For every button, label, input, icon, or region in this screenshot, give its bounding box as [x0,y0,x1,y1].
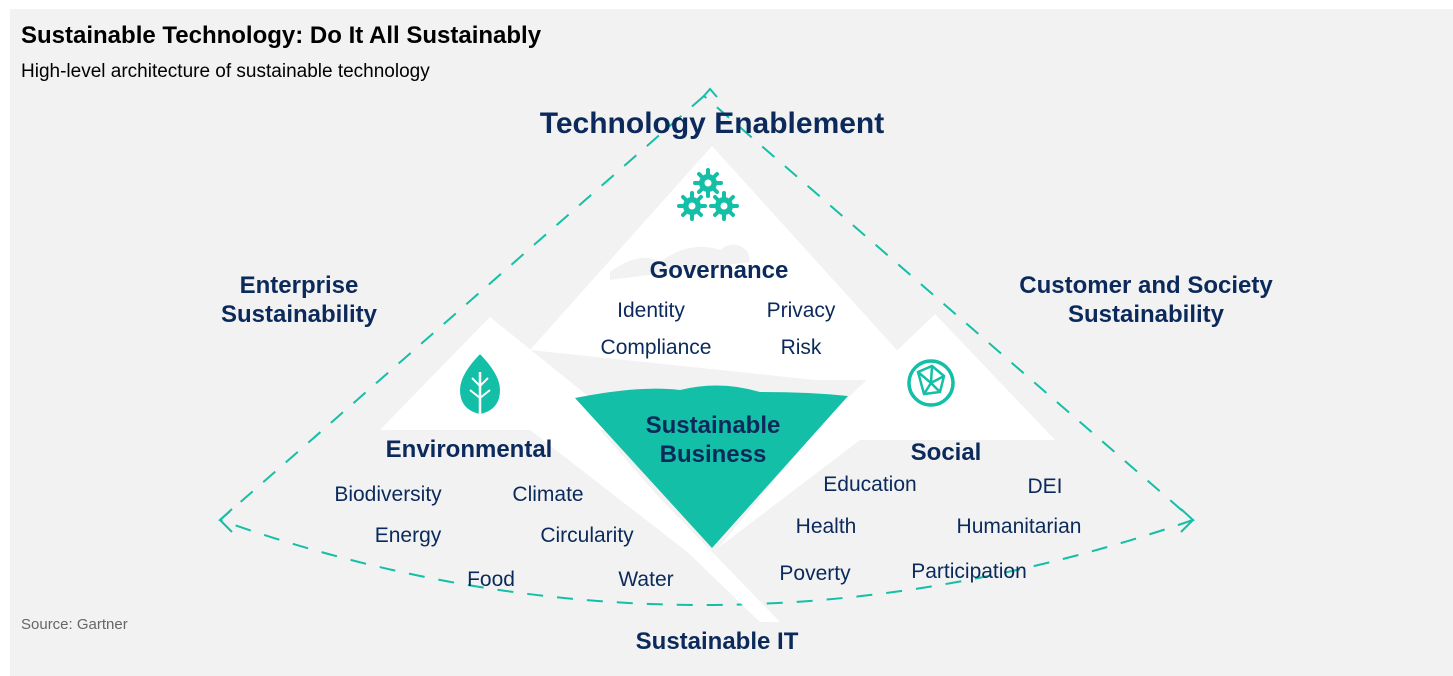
leaf-icon [459,354,501,415]
social-heading: Social [910,439,982,466]
left-chevron [218,508,233,533]
customer-society-line-2: Sustainability [1067,301,1225,328]
sustainable-business-label: Sustainable Business [646,411,781,469]
environmental-item: Water [618,568,674,591]
environmental-item: Climate [512,483,584,506]
technology-enablement-label: Technology Enablement [539,107,885,140]
customer-society-line-1: Customer and Society [1019,272,1273,299]
environmental-item: Food [467,568,515,591]
governance-item: Compliance [600,336,712,359]
customer-society-sustainability-label: Customer and Society Sustainability [1019,271,1272,329]
environmental-item: Circularity [540,524,634,547]
environmental-peak [380,317,630,430]
network-globe-icon [907,359,955,407]
social-item: DEI [1027,475,1063,498]
governance-snow-ridge [610,244,750,280]
dashed-cone-outline [218,94,1195,606]
page-subtitle: High-level architecture of sustainable t… [21,61,430,82]
social-item: Education [823,473,917,496]
enterprise-sustainability-label: Enterprise Sustainability [221,271,377,329]
environmental-heading: Environmental [385,436,553,463]
governance-item: Risk [780,336,822,359]
source-note: Source: Gartner [21,616,128,633]
sustainable-it-label: Sustainable IT [635,628,799,655]
social-item: Health [795,515,857,538]
social-item: Participation [911,560,1027,583]
enterprise-line-2: Sustainability [220,301,378,328]
social-item: Humanitarian [956,515,1082,538]
sustainable-business-shape [575,385,848,548]
environmental-item: Biodiversity [334,483,442,506]
page-title: Sustainable Technology: Do It All Sustai… [21,22,542,49]
governance-item: Privacy [766,299,836,322]
environmental-slope [540,395,780,622]
social-mountain [718,314,1055,548]
sustainable-business-line-2: Business [659,441,767,468]
sustainable-business-line-1: Sustainable [645,412,781,439]
governance-item: Identity [617,299,685,322]
social-item: Poverty [779,562,851,585]
right-chevron [1180,508,1195,533]
enterprise-line-1: Enterprise [239,272,359,299]
environmental-item: Energy [374,524,442,547]
apex-chevron [702,87,718,98]
governance-heading: Governance [649,257,789,284]
